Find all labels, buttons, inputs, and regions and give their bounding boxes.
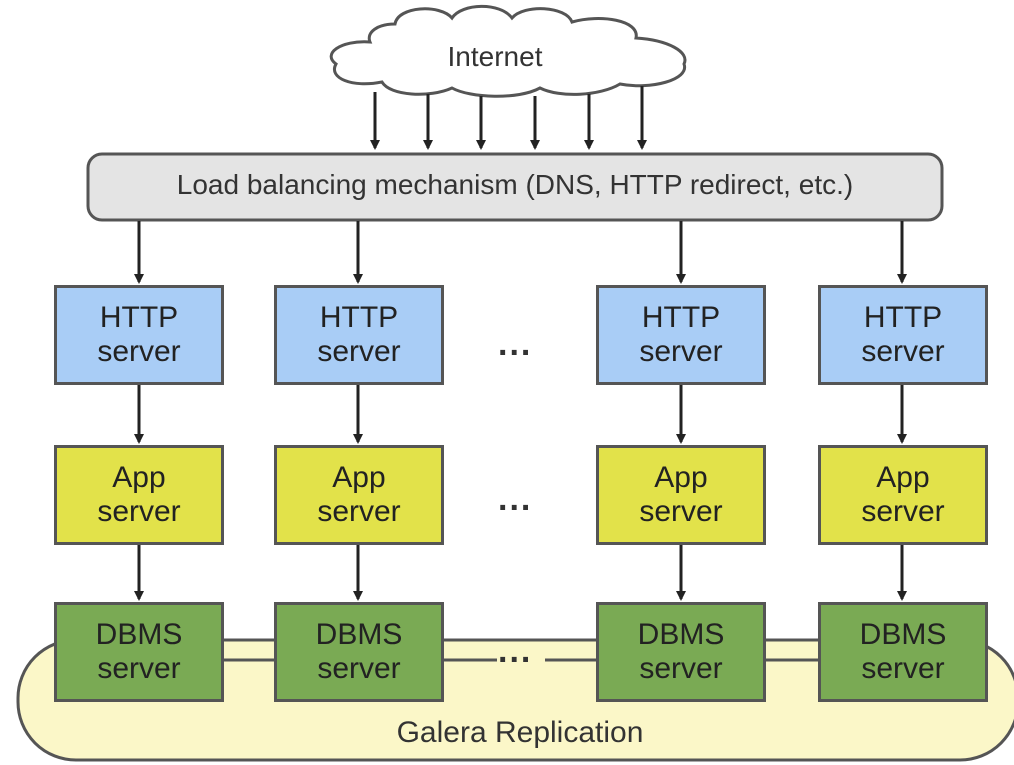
dbms-server-box: DBMS server [54,602,224,702]
dbms-server-label: DBMS server [315,618,403,685]
dbms-server-label: DBMS server [95,618,183,685]
dbms-server-box: DBMS server [596,602,766,702]
app-server-box: App server [818,445,988,545]
http-server-label: HTTP server [639,301,723,368]
app-server-label: App server [639,461,723,528]
http-server-label: HTTP server [317,301,401,368]
http-server-label: HTTP server [861,301,945,368]
http-server-box: HTTP server [818,285,988,385]
load-balancer-label: Load balancing mechanism (DNS, HTTP redi… [176,169,854,200]
app-server-label: App server [97,461,181,528]
ellipsis-dbms: ... [498,632,533,670]
load-balancer-box [86,152,944,222]
dbms-server-box: DBMS server [818,602,988,702]
app-server-label: App server [317,461,401,528]
replication-label: Galera Replication [396,716,644,749]
http-server-box: HTTP server [54,285,224,385]
internet-label: Internet [447,41,543,72]
app-server-box: App server [274,445,444,545]
dbms-server-box: DBMS server [274,602,444,702]
app-dbms-arrows [134,545,907,601]
ellipsis-http: ... [498,325,533,363]
dbms-server-label: DBMS server [859,618,947,685]
http-server-label: HTTP server [97,301,181,368]
lb-arrows [134,221,907,284]
app-server-label: App server [861,461,945,528]
app-server-box: App server [54,445,224,545]
http-app-arrows [134,385,907,444]
ellipsis-app: ... [498,480,533,518]
dbms-server-label: DBMS server [637,618,725,685]
http-server-box: HTTP server [274,285,444,385]
internet-cloud [329,4,687,98]
internet-arrows [370,86,647,150]
app-server-box: App server [596,445,766,545]
http-server-box: HTTP server [596,285,766,385]
